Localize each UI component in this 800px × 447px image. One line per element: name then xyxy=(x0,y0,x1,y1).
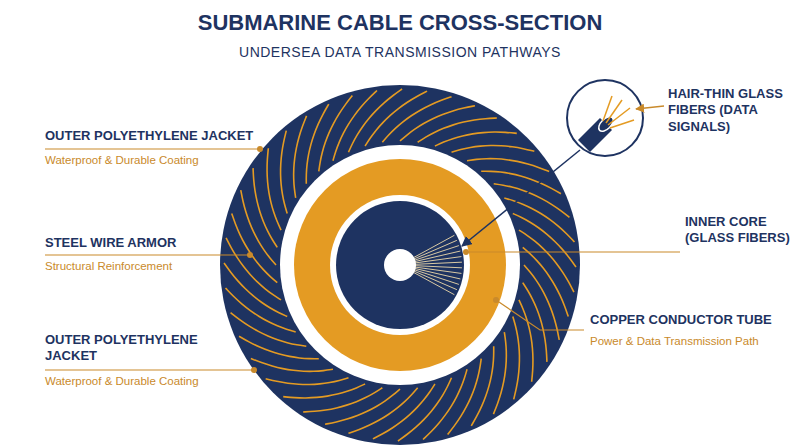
part-description: Power & Data Transmission Path xyxy=(590,334,795,348)
fiber-bundle-icon xyxy=(578,96,634,152)
copper-conductor-tube xyxy=(294,159,506,371)
armor-wire xyxy=(398,378,452,441)
armor-wire xyxy=(224,263,287,317)
part-description: Structural Reinforcement xyxy=(45,259,245,273)
armor-wire xyxy=(382,97,451,143)
armor-wire xyxy=(283,384,365,398)
part-name: STEEL WIRE ARMOR xyxy=(45,235,245,251)
armor-wire xyxy=(348,89,402,152)
title: SUBMARINE CABLE CROSS-SECTION xyxy=(0,10,800,36)
inner-gap xyxy=(330,195,470,335)
armor-wire xyxy=(519,300,533,382)
callout-circle xyxy=(567,80,643,156)
armor-wire xyxy=(251,358,333,371)
armor-wire xyxy=(513,213,576,267)
armor-wire xyxy=(435,132,517,146)
core-center xyxy=(384,249,416,281)
outer-jacket xyxy=(220,85,580,445)
part-name: COPPER CONDUCTOR TUBE xyxy=(590,312,795,328)
armor-wire xyxy=(365,91,427,146)
armor-wire xyxy=(523,283,547,362)
armor-wire xyxy=(373,384,435,439)
armor-wire xyxy=(281,131,288,214)
part-name: HAIR-THIN GLASS FIBERS (DATA SIGNALS) xyxy=(668,86,790,135)
separator-gap xyxy=(280,145,520,385)
part-description: Waterproof & Durable Coating xyxy=(45,153,245,167)
armor-wire xyxy=(452,146,535,153)
leader-line xyxy=(636,106,664,109)
armor-wire xyxy=(267,148,281,230)
armor-wire xyxy=(523,247,569,316)
inner-core xyxy=(336,201,464,329)
armor-wire xyxy=(266,378,349,385)
armor-wire xyxy=(232,213,278,282)
armor-wire xyxy=(303,388,382,412)
armor-wire xyxy=(294,116,307,198)
armor-wire xyxy=(348,388,417,434)
armor-wire xyxy=(253,168,277,247)
subtitle: UNDERSEA DATA TRANSMISSION PATHWAYS xyxy=(0,44,800,62)
callout-pointer xyxy=(462,150,580,246)
armor-wire xyxy=(493,332,506,414)
part-name: OUTER POLYETHYLENE JACKET xyxy=(45,332,220,365)
armor-wire xyxy=(418,118,497,142)
armor-wire xyxy=(226,238,281,300)
part-name: OUTER POLYETHYLENE JACKET xyxy=(45,128,275,144)
armor-wire xyxy=(513,317,520,400)
part-name: INNER CORE (GLASS FIBERS) xyxy=(685,214,793,247)
leader-lines xyxy=(45,149,680,370)
armor-wire xyxy=(467,159,549,172)
leader-dots xyxy=(247,146,499,373)
part-description: Waterproof & Durable Coating xyxy=(45,374,245,388)
steel-wire-armor xyxy=(224,89,576,441)
armor-wire xyxy=(519,230,574,292)
